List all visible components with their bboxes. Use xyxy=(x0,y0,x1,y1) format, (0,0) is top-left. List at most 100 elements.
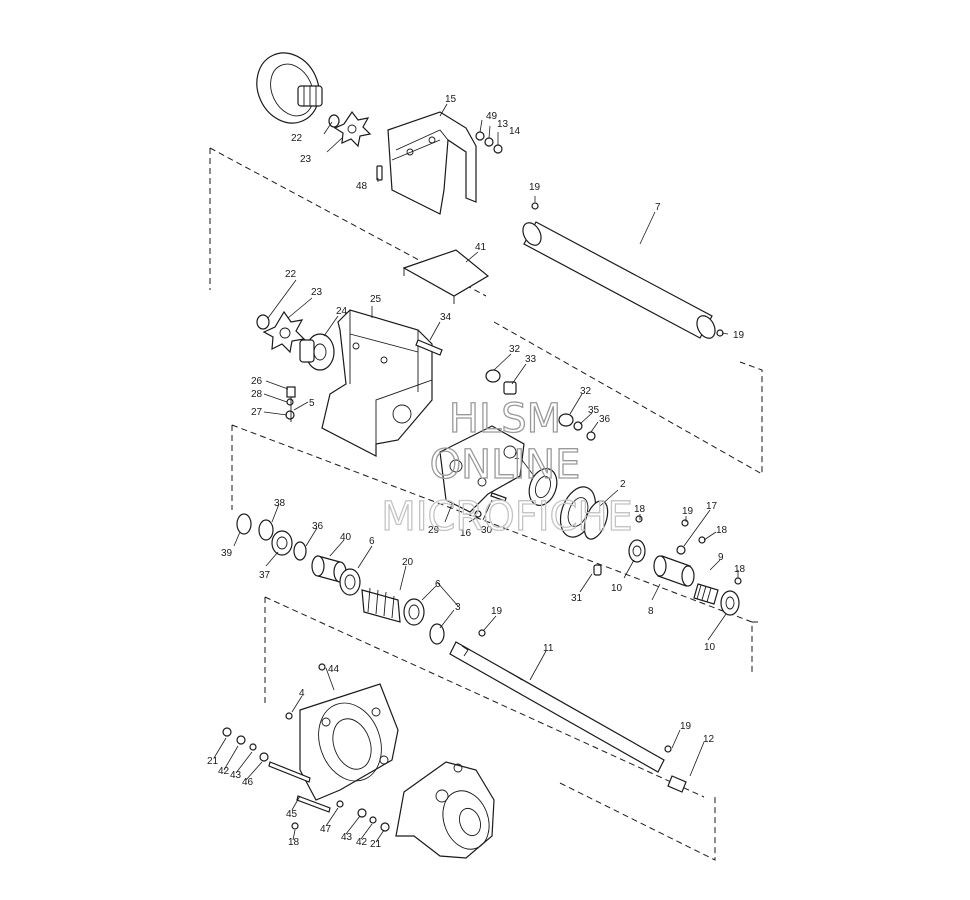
callout-23-top: 23 xyxy=(300,154,312,165)
callout-8: 8 xyxy=(648,606,654,617)
hardware-32-35-36 xyxy=(558,413,596,441)
callout-35: 35 xyxy=(588,405,600,416)
callout-10-left: 10 xyxy=(611,583,623,594)
frame-25 xyxy=(321,309,433,457)
impeller-housing xyxy=(395,761,495,859)
callout-38: 38 xyxy=(274,498,286,509)
callout-30: 30 xyxy=(481,525,493,536)
plug-12 xyxy=(667,775,687,793)
coupler-bushing-22 xyxy=(256,314,270,330)
stud-45-46 xyxy=(268,761,331,813)
leader-lines xyxy=(213,103,739,843)
callout-41: 41 xyxy=(475,242,487,253)
callout-5: 5 xyxy=(309,398,315,409)
boot-20 xyxy=(361,587,401,623)
watermark: HLSM ONLINE MICROFICHE xyxy=(381,395,634,540)
star-coupler-23 xyxy=(262,310,306,354)
callout-24: 24 xyxy=(336,306,348,317)
bearing-6-right xyxy=(403,598,425,626)
callout-34: 34 xyxy=(440,312,452,323)
callout-7: 7 xyxy=(655,202,661,213)
callout-36-lower: 36 xyxy=(312,521,324,532)
callout-49: 49 xyxy=(486,111,498,122)
callout-39: 39 xyxy=(221,548,233,559)
bolt-34 xyxy=(415,339,443,356)
callout-43-left: 43 xyxy=(230,770,242,781)
callout-23: 23 xyxy=(311,287,323,298)
callout-45: 45 xyxy=(286,809,298,820)
callout-46: 46 xyxy=(242,777,254,788)
belt-guard-15 xyxy=(387,111,477,215)
bearing-6-left xyxy=(339,568,361,596)
callout-10-right: 10 xyxy=(704,642,716,653)
callout-42-left: 42 xyxy=(218,766,230,777)
callout-22-top: 22 xyxy=(291,133,303,144)
callout-18-bottom: 18 xyxy=(288,837,300,848)
callout-19-shaft: 19 xyxy=(491,606,503,617)
callout-47: 47 xyxy=(320,824,332,835)
callout-36-upper: 36 xyxy=(599,414,611,425)
pin-30-and-16 xyxy=(474,492,507,518)
callout-44: 44 xyxy=(328,664,340,675)
callout-18-flange: 18 xyxy=(634,504,646,515)
watermark-line-1: HLSM xyxy=(449,396,561,442)
callout-32-upper: 32 xyxy=(509,344,521,355)
ring-3 xyxy=(429,623,445,645)
callout-29: 29 xyxy=(428,525,440,536)
callout-6-left: 6 xyxy=(369,536,375,547)
callout-19-coupler: 19 xyxy=(682,506,694,517)
callout-22: 22 xyxy=(285,269,297,280)
drive-shaft-tube-7 xyxy=(522,202,724,339)
bearing-plate-29 xyxy=(439,425,525,513)
callout-20: 20 xyxy=(402,557,414,568)
callout-18-coupler: 18 xyxy=(716,525,728,536)
hardware-49-13-14 xyxy=(475,131,503,154)
watermark-line-2: ONLINE xyxy=(430,442,581,488)
coupler-8 xyxy=(653,555,695,587)
ring-10-right xyxy=(720,590,740,616)
hardware-26-28-27-5 xyxy=(285,386,296,422)
flange-2 xyxy=(559,486,609,540)
pump-housing-4 xyxy=(285,663,399,801)
bearing-37 xyxy=(271,530,293,556)
hub-24 xyxy=(299,333,335,371)
callout-27: 27 xyxy=(251,407,263,418)
callout-32-lower: 32 xyxy=(580,386,592,397)
ring-10-left xyxy=(628,539,646,563)
ring-39 xyxy=(236,513,252,535)
shaft-11 xyxy=(449,629,672,773)
bracket-41 xyxy=(402,249,490,304)
coupler-bushing-22-top xyxy=(328,114,340,128)
callout-26: 26 xyxy=(251,376,263,387)
callout-19-shaft-top: 19 xyxy=(529,182,541,193)
callout-13: 13 xyxy=(497,119,509,130)
ring-38 xyxy=(258,519,274,541)
callout-15: 15 xyxy=(445,94,457,105)
callout-4: 4 xyxy=(299,688,305,699)
callout-33: 33 xyxy=(525,354,537,365)
callout-2: 2 xyxy=(620,479,626,490)
callout-19-shaft-end: 19 xyxy=(733,330,745,341)
callout-1: 1 xyxy=(514,451,520,462)
hardware-47-43-42-21-right xyxy=(291,800,390,832)
callout-42-right: 42 xyxy=(356,837,368,848)
hardware-21-42-43-left xyxy=(222,727,269,762)
callout-21-right: 21 xyxy=(370,839,382,850)
ring-36 xyxy=(293,541,307,561)
callout-37: 37 xyxy=(259,570,271,581)
drive-pulley xyxy=(256,52,323,124)
watermark-line-3: MICROFICHE xyxy=(381,494,633,540)
callout-17: 17 xyxy=(706,501,718,512)
spline-shaft-9 xyxy=(693,583,719,605)
star-coupler-23-top xyxy=(333,110,372,148)
key-48 xyxy=(376,165,383,181)
callout-14: 14 xyxy=(509,126,521,137)
bearing-1 xyxy=(528,468,558,506)
spacers-32-33 xyxy=(485,369,517,395)
callout-9: 9 xyxy=(718,552,724,563)
hardware-19-17-18-right xyxy=(676,519,742,585)
callout-40: 40 xyxy=(340,532,352,543)
callout-43-right: 43 xyxy=(341,832,353,843)
callout-19-plug: 19 xyxy=(680,721,692,732)
